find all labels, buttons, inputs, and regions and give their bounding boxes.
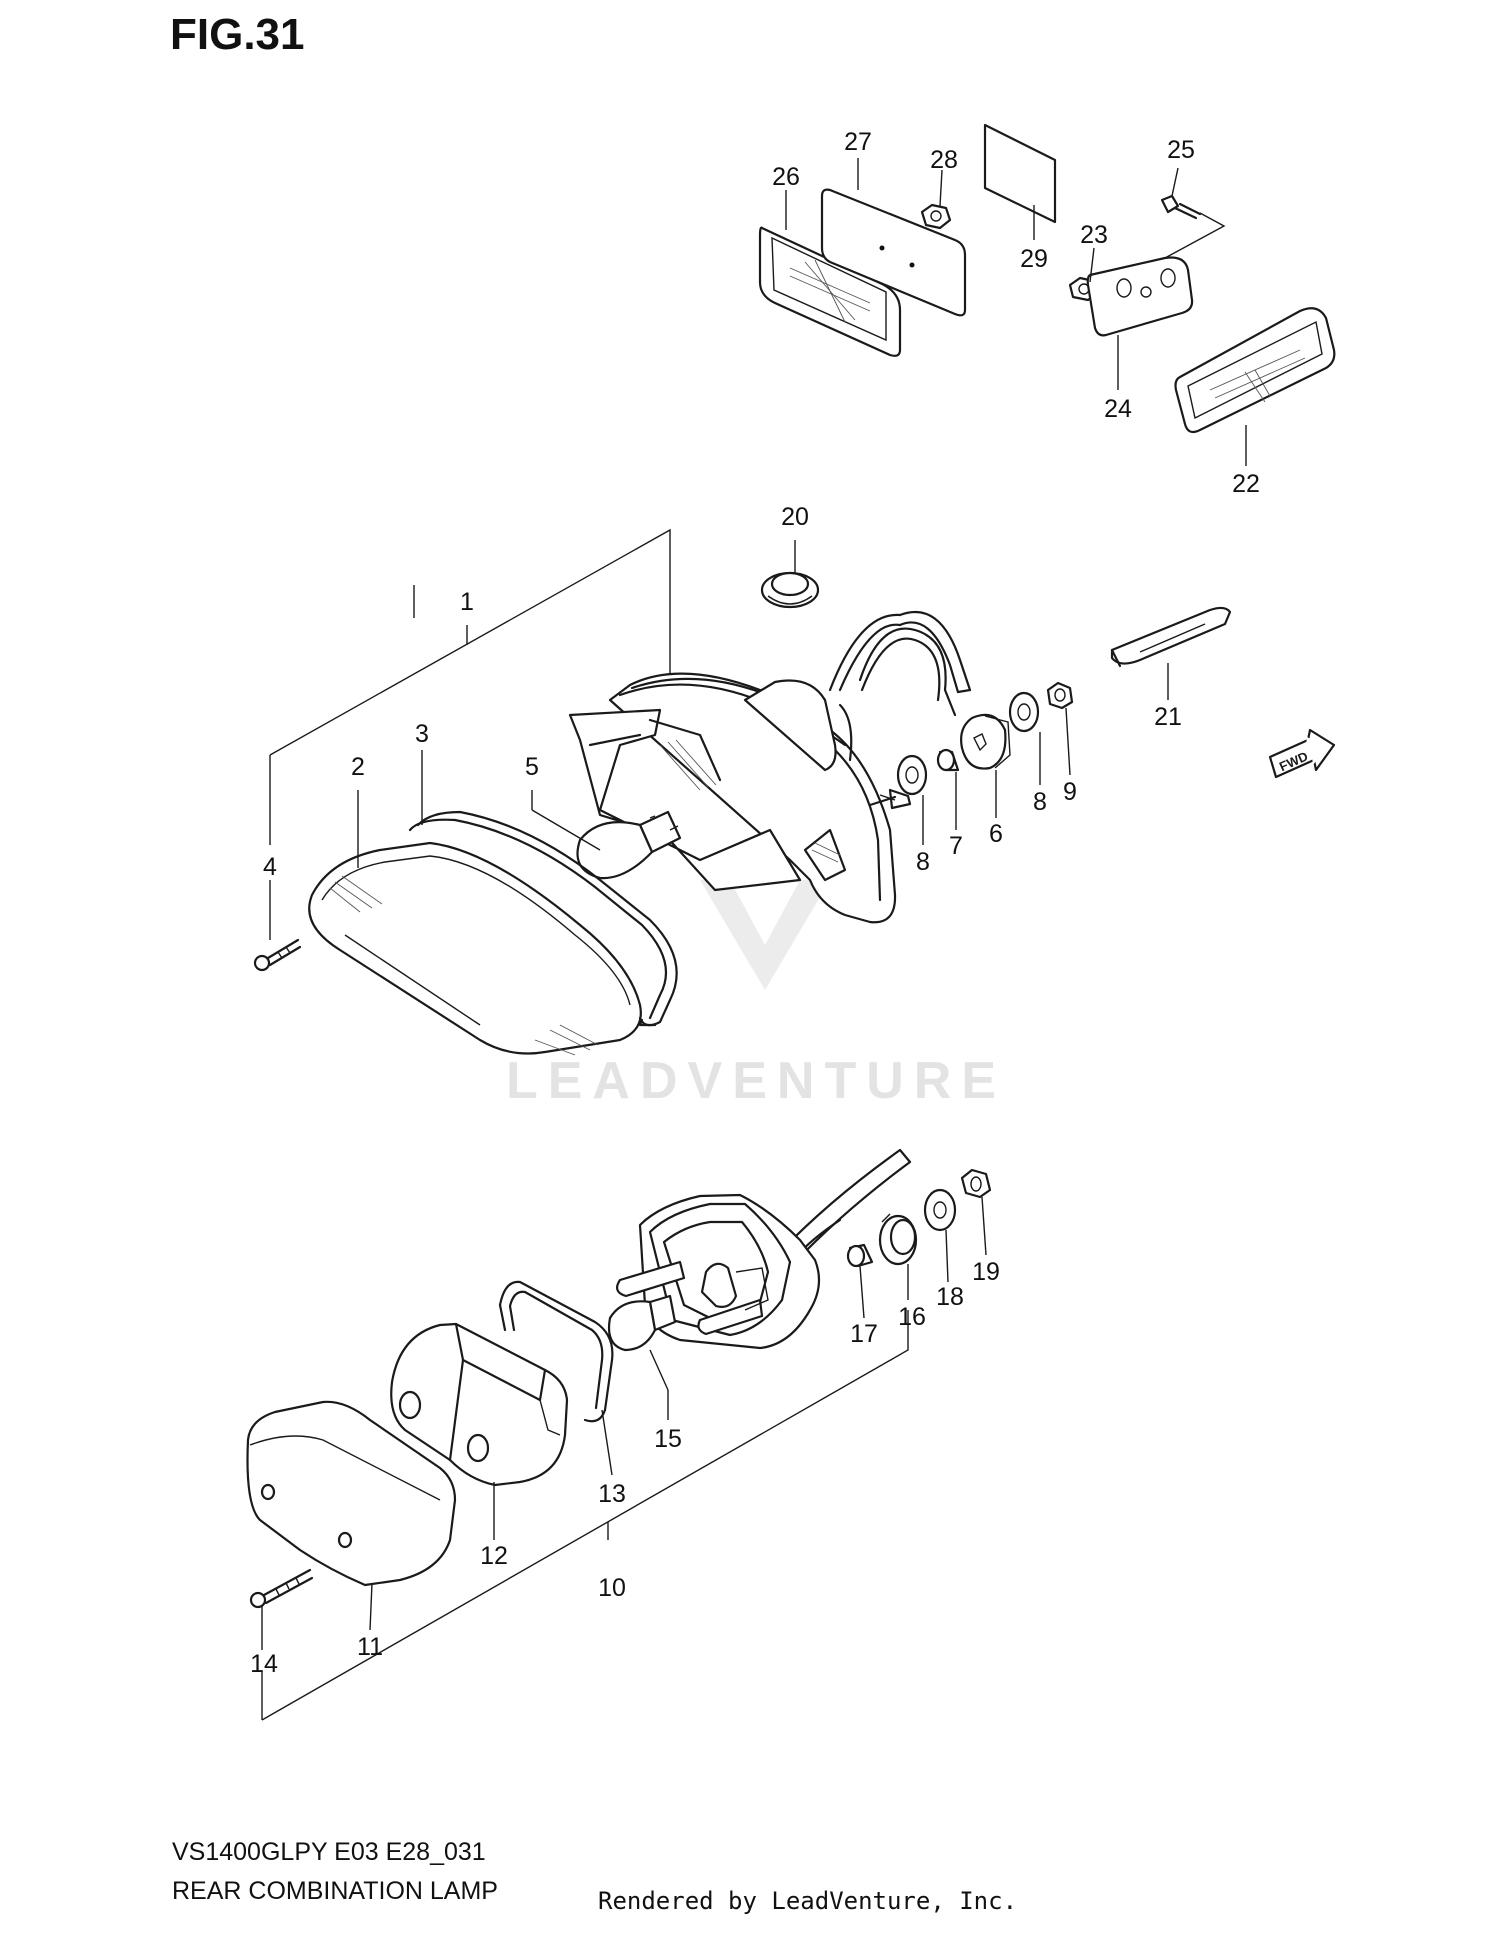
callout-20: 20	[781, 503, 809, 531]
part-14-screw	[249, 1568, 314, 1609]
callout-19: 19	[972, 1258, 1000, 1286]
part-29-pad	[983, 123, 1057, 224]
part-15-bulb	[607, 1294, 677, 1352]
callout-12: 12	[480, 1542, 508, 1570]
license-lamp-housing	[616, 1193, 821, 1350]
callout-labels: 1 2 3 4 5 6 7 8 8 9 10 11 12 13 14 15 16…	[250, 128, 1260, 1678]
part-19-nut	[960, 1168, 992, 1199]
part-9-nut	[1046, 681, 1074, 710]
part-16-grommet	[878, 1213, 918, 1266]
part-20-grommet	[760, 571, 820, 609]
model-code: VS1400GLPY E03 E28_031	[172, 1838, 486, 1866]
callout-8: 8	[916, 848, 930, 876]
callout-26: 26	[772, 163, 800, 191]
part-6-cushion	[960, 713, 1011, 770]
callout-18: 18	[936, 1283, 964, 1311]
callout-23: 23	[1080, 221, 1108, 249]
callout-25: 25	[1167, 136, 1195, 164]
callout-6: 6	[989, 820, 1003, 848]
callout-29: 29	[1020, 245, 1048, 273]
callout-21: 21	[1154, 703, 1182, 731]
callout-15: 15	[654, 1425, 682, 1453]
part-21-stay	[1110, 606, 1232, 668]
render-credit: Rendered by LeadVenture, Inc.	[598, 1887, 1018, 1915]
part-4-screw	[253, 938, 302, 972]
callout-7: 7	[949, 832, 963, 860]
lamp-housing	[568, 627, 957, 924]
part-11-lens-cover	[246, 1400, 457, 1587]
callout-5: 5	[525, 753, 539, 781]
callout-2: 2	[351, 753, 365, 781]
callout-14: 14	[250, 1650, 278, 1678]
callout-11: 11	[357, 1633, 383, 1661]
callout-3: 3	[415, 720, 429, 748]
part-26-reflector	[758, 226, 902, 357]
part-5-bulb	[576, 810, 682, 880]
part-17-collar	[846, 1243, 874, 1268]
part-8-washer-2	[1008, 691, 1040, 733]
callout-10: 10	[598, 1574, 626, 1602]
part-12-lens-holder	[390, 1322, 569, 1487]
callout-1: 1	[460, 588, 474, 616]
part-18-washer	[923, 1188, 957, 1232]
callout-8-2: 8	[1033, 788, 1047, 816]
callout-9: 9	[1063, 778, 1077, 806]
callout-4: 4	[263, 853, 277, 881]
part-3-gasket	[408, 810, 678, 1027]
callout-17: 17	[850, 1320, 878, 1348]
callout-28: 28	[930, 146, 958, 174]
assembly-name: REAR COMBINATION LAMP	[172, 1877, 498, 1905]
part-28-nut	[920, 203, 952, 230]
part-8-washer	[896, 754, 928, 796]
part-13-gasket	[498, 1280, 614, 1423]
part-7-collar	[936, 748, 960, 772]
figure-title: FIG.31	[170, 10, 305, 59]
callout-27: 27	[844, 128, 872, 156]
part-25-screw	[1160, 194, 1226, 259]
leader-lines	[261, 158, 1247, 1650]
callout-16: 16	[898, 1303, 926, 1331]
part-22-reflector	[1174, 307, 1336, 434]
callout-24: 24	[1104, 395, 1132, 423]
part-27-gasket	[820, 188, 967, 317]
callout-22: 22	[1232, 470, 1260, 498]
part-24-bracket	[1086, 256, 1194, 337]
callout-13: 13	[598, 1480, 626, 1508]
watermark-text: LEADVENTURE	[506, 1052, 1006, 1110]
fwd-direction-arrow-icon: FWD	[1268, 728, 1336, 779]
part-2-lens	[308, 841, 642, 1056]
